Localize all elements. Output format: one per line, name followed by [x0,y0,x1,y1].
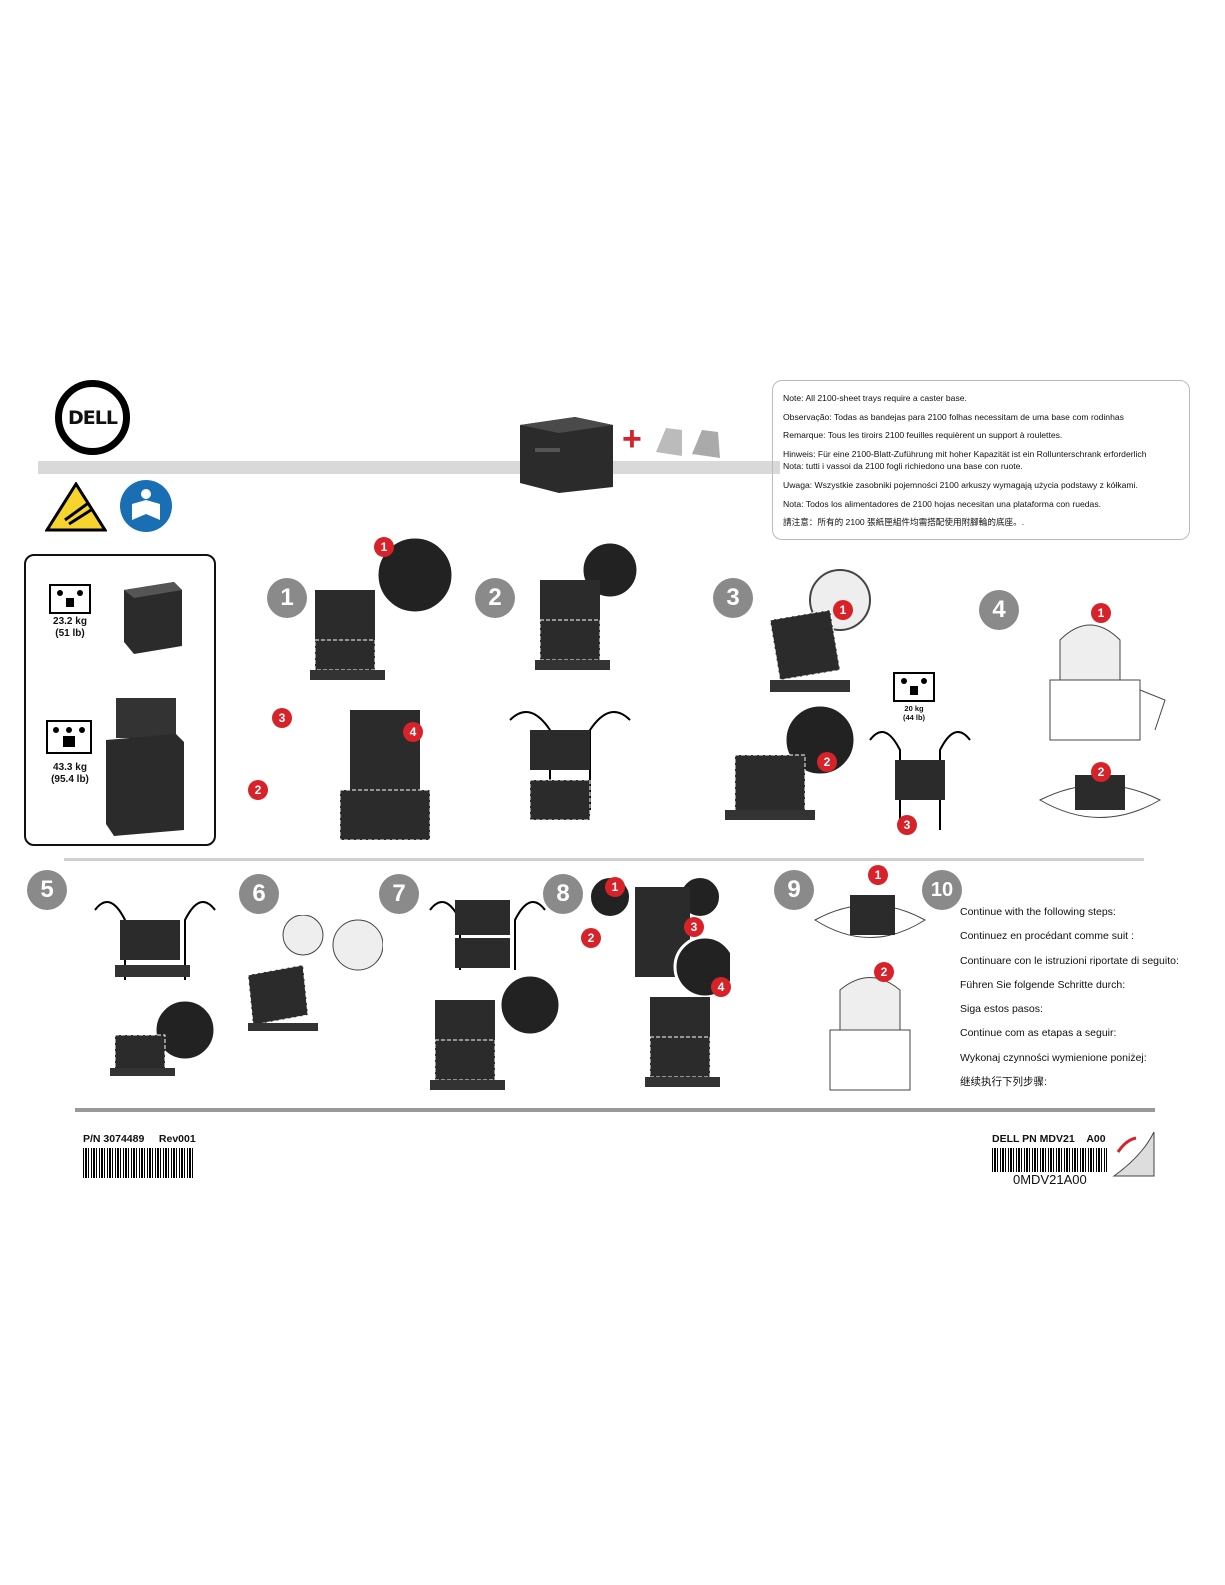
callout-4-step1: 4 [403,722,423,742]
callout-1: 1 [374,537,394,557]
step-4-number: 4 [979,590,1019,630]
callout-1-step3: 1 [833,600,853,620]
step-3-number: 3 [713,578,753,618]
part-barcode [83,1148,195,1178]
callout-2-step1: 2 [248,780,268,800]
callout-2-step8: 2 [581,928,601,948]
notes-box: Note: All 2100-sheet trays require a cas… [772,380,1190,540]
note-zh: 請注意：所有的 2100 張紙匣組件均需搭配使用附腳輪的底座。. [783,517,1025,528]
lift-weight-kg: 20 kg [904,704,924,713]
tray-product-image [515,413,615,493]
callout-1-step9: 1 [868,865,888,885]
weight-1: 23.2 kg (51 lb) [40,616,100,640]
step-2-number: 2 [475,578,515,618]
continue-es: Siga estos pasos: [960,1003,1043,1016]
dell-pn-label: DELL PN MDV21 A00 [992,1133,1106,1145]
part-number: P/N 3074489 [83,1133,145,1145]
note-fr: Remarque: Tous les tiroirs 2100 feuilles… [783,430,1063,441]
dell-logo: DELL [55,380,130,455]
step-9-illustration [810,870,930,1110]
weight-1-kg: 23.2 kg [53,616,87,627]
note-de: Hinweis: Für eine 2100-Blatt-Zuführung m… [783,448,1147,459]
callout-2-step9: 2 [874,962,894,982]
step-9-number: 9 [774,870,814,910]
step-7-illustration [420,880,560,1100]
part-number-label: P/N 3074489 Rev001 [83,1133,196,1145]
continue-de: Führen Sie folgende Schritte durch: [960,978,1126,991]
lift-weight: 20 kg (44 lb) [884,704,944,722]
callout-3-step1: 3 [272,708,292,728]
callout-3-step3: 3 [897,815,917,835]
step-6-illustration [238,915,383,1035]
callout-2-step3: 2 [817,752,837,772]
continue-pt: Continue com as etapas a seguir: [960,1027,1117,1040]
weight-2-lb: (95.4 lb) [51,774,89,785]
note-pt: Observação: Todas as bandejas para 2100 … [783,411,1124,422]
lift-weight-lb: (44 lb) [902,713,926,722]
step-6-number: 6 [239,874,279,914]
continue-steps-list: Continue with the following steps: Conti… [960,900,1179,1094]
continue-en: Continue with the following steps: [960,906,1116,918]
section-divider [64,858,1144,861]
three-person-lift-icon [46,720,92,754]
dell-barcode [992,1148,1107,1172]
barcode-text: 0MDV21A00 [1013,1172,1087,1187]
lift-weight-icon [893,672,935,702]
two-person-lift-icon [49,584,91,614]
read-manual-icon [120,480,172,532]
step-8-number: 8 [543,874,583,914]
continue-it: Continuare con le istruzioni riportate d… [960,954,1179,967]
note-es: Nota: Todos los alimentadores de 2100 ho… [783,498,1102,509]
footer-divider [75,1108,1155,1112]
continue-zh: 继续执行下列步骤: [960,1076,1047,1089]
logo-text: DELL [68,406,118,429]
callout-3-step8: 3 [684,917,704,937]
step-2-illustration [490,540,650,840]
weight-warning-box: 23.2 kg (51 lb) 43.3 kg (95.4 lb) [24,554,216,846]
header-bar [38,461,780,474]
step-1-number: 1 [267,578,307,618]
step-8-illustration [590,872,730,1102]
step-4-illustration [1030,600,1170,840]
callout-2-step4: 2 [1091,762,1111,782]
callout-1-step4: 1 [1091,603,1111,623]
step-1-illustration [300,530,460,850]
revision: Rev001 [158,1133,196,1145]
step-7-number: 7 [379,874,419,914]
page-curl-icon [1112,1126,1156,1178]
weight-2: 43.3 kg (95.4 lb) [40,762,100,786]
note-pl: Uwaga: Wszystkie zasobniki pojemności 21… [783,479,1138,490]
continue-fr: Continuez en procédant comme suit : [960,930,1134,943]
crush-hazard-icon [45,482,107,532]
dell-rev: A00 [1086,1133,1106,1145]
step-5-illustration [85,880,225,1090]
step-10-number: 10 [922,870,962,910]
mfp-printer-image [96,692,186,837]
brackets-image [652,422,724,462]
note-en: Note: All 2100-sheet trays require a cas… [783,393,967,403]
printer-image [116,576,186,656]
step-3-illustration [720,560,980,840]
plus-sign: + [622,420,642,458]
weight-2-kg: 43.3 kg [53,762,87,773]
callout-4-step8: 4 [711,977,731,997]
dell-pn: DELL PN MDV21 [992,1133,1075,1145]
weight-1-lb: (51 lb) [55,628,85,639]
note-it: Nota: tutti i vassoi da 2100 fogli richi… [783,461,1023,472]
step-5-number: 5 [27,870,67,910]
continue-pl: Wykonaj czynności wymienione poniżej: [960,1051,1147,1064]
callout-1-step8: 1 [605,877,625,897]
